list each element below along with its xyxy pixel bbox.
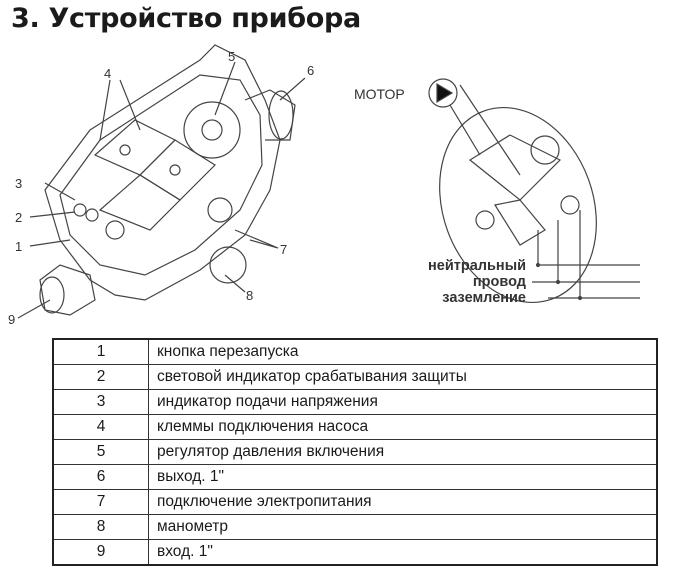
part-number: 1 [52,338,149,365]
page-title: 3. Устройство прибора [11,3,361,34]
callout-9: 9 [8,312,16,327]
callout-1: 1 [15,239,23,254]
part-description: подключение электропитания [148,489,658,515]
part-number: 2 [52,364,149,390]
motor-label: МОТОР [354,86,405,102]
part-number: 9 [52,539,149,566]
part-number: 7 [52,489,149,515]
part-number: 8 [52,514,149,540]
device-diagram [17,44,640,319]
callout-4: 4 [104,66,112,81]
part-description: манометр [148,514,658,540]
part-number: 5 [52,439,149,465]
part-description: световой индикатор срабатывания защиты [148,364,658,390]
wiring-diagram [428,78,640,304]
wire-label-wire: провод [472,274,526,290]
part-description: выход. 1" [148,464,658,490]
callout-6: 6 [307,63,315,78]
wire-label-neutral: нейтральный [428,258,526,274]
part-description: кнопка перезапуска [148,338,658,365]
part-number: 3 [52,389,149,415]
callout-7: 7 [280,242,288,257]
pressure-controller-drawing [17,44,306,319]
part-number: 4 [52,414,149,440]
part-description: регулятор давления включения [148,439,658,465]
callout-8: 8 [246,288,254,303]
callout-2: 2 [15,210,23,225]
part-description: клеммы подключения насоса [148,414,658,440]
callout-5: 5 [228,49,236,64]
part-description: индикатор подачи напряжения [148,389,658,415]
wire-label-ground: заземление [442,290,526,306]
part-description: вход. 1" [148,539,658,566]
part-number: 6 [52,464,149,490]
callout-3: 3 [15,176,23,191]
motor-icon [436,82,454,104]
